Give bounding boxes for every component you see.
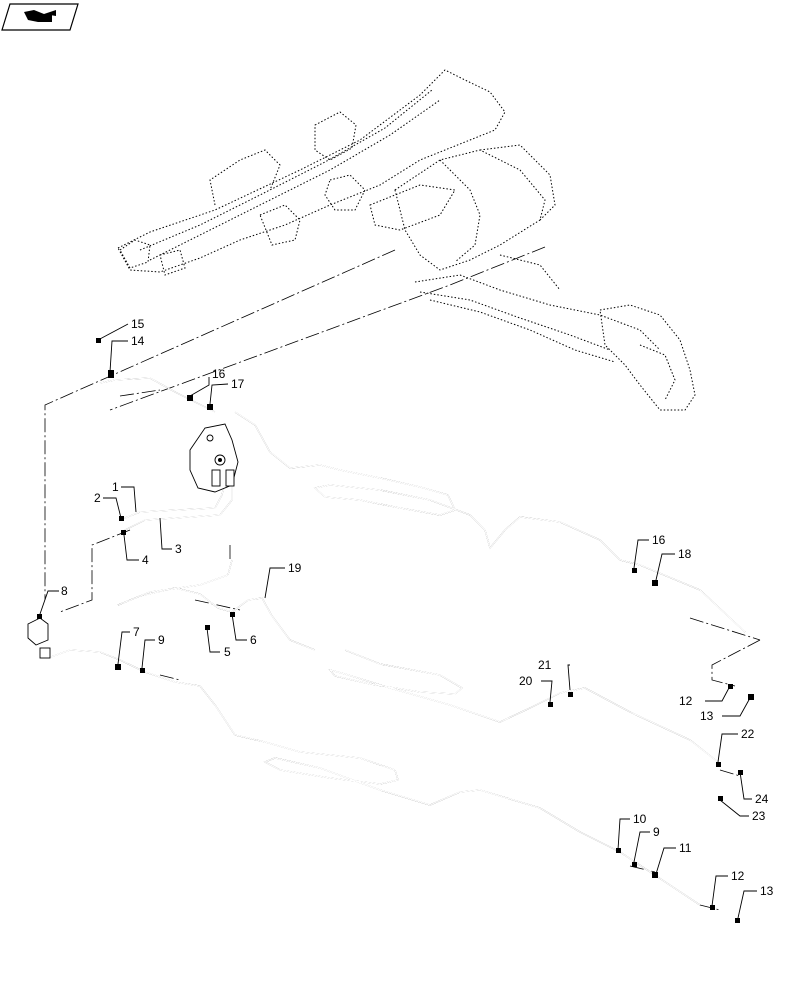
callout-21: 21 [538,658,552,672]
callout-12: 12 [731,869,745,883]
callout-9: 9 [158,633,165,647]
callout-12: 12 [679,694,693,708]
callout-18: 18 [678,547,692,561]
callout-13: 13 [700,709,714,723]
callout-19: 19 [288,561,302,575]
callout-5: 5 [224,645,231,659]
callout-11: 11 [679,841,692,855]
fittings [37,338,754,923]
callout-8: 8 [61,584,68,598]
callout-leaders [39,323,757,919]
callout-23: 23 [752,809,766,823]
tube-valve-connectors [117,479,233,606]
phantom-reference-lines [44,246,761,911]
callout-15: 15 [131,317,145,331]
callout-20: 20 [519,674,533,688]
callout-1: 1 [112,480,119,494]
callout-3: 3 [175,542,182,556]
callout-4: 4 [142,553,149,567]
callout-17: 17 [231,377,245,391]
callout-labels: 15 14 16 17 1 2 3 4 8 19 5 6 7 9 16 18 2… [61,317,774,898]
book-view-icon[interactable] [1,3,79,31]
tube-middle [117,587,719,763]
callout-14: 14 [131,334,145,348]
valve-manifold [189,423,239,493]
callout-7: 7 [133,625,140,639]
callout-16: 16 [652,533,666,547]
callout-16: 16 [212,367,226,381]
callout-10: 10 [633,812,647,826]
callout-6: 6 [250,633,257,647]
end-fitting-8 [27,617,51,659]
tube-upper [99,377,746,633]
callout-9: 9 [653,825,660,839]
callout-22: 22 [741,727,755,741]
callout-24: 24 [755,792,769,806]
tube-lower [47,649,701,906]
callout-2: 2 [94,491,101,505]
callout-13: 13 [760,884,774,898]
machine-frame-illustration [117,69,696,411]
